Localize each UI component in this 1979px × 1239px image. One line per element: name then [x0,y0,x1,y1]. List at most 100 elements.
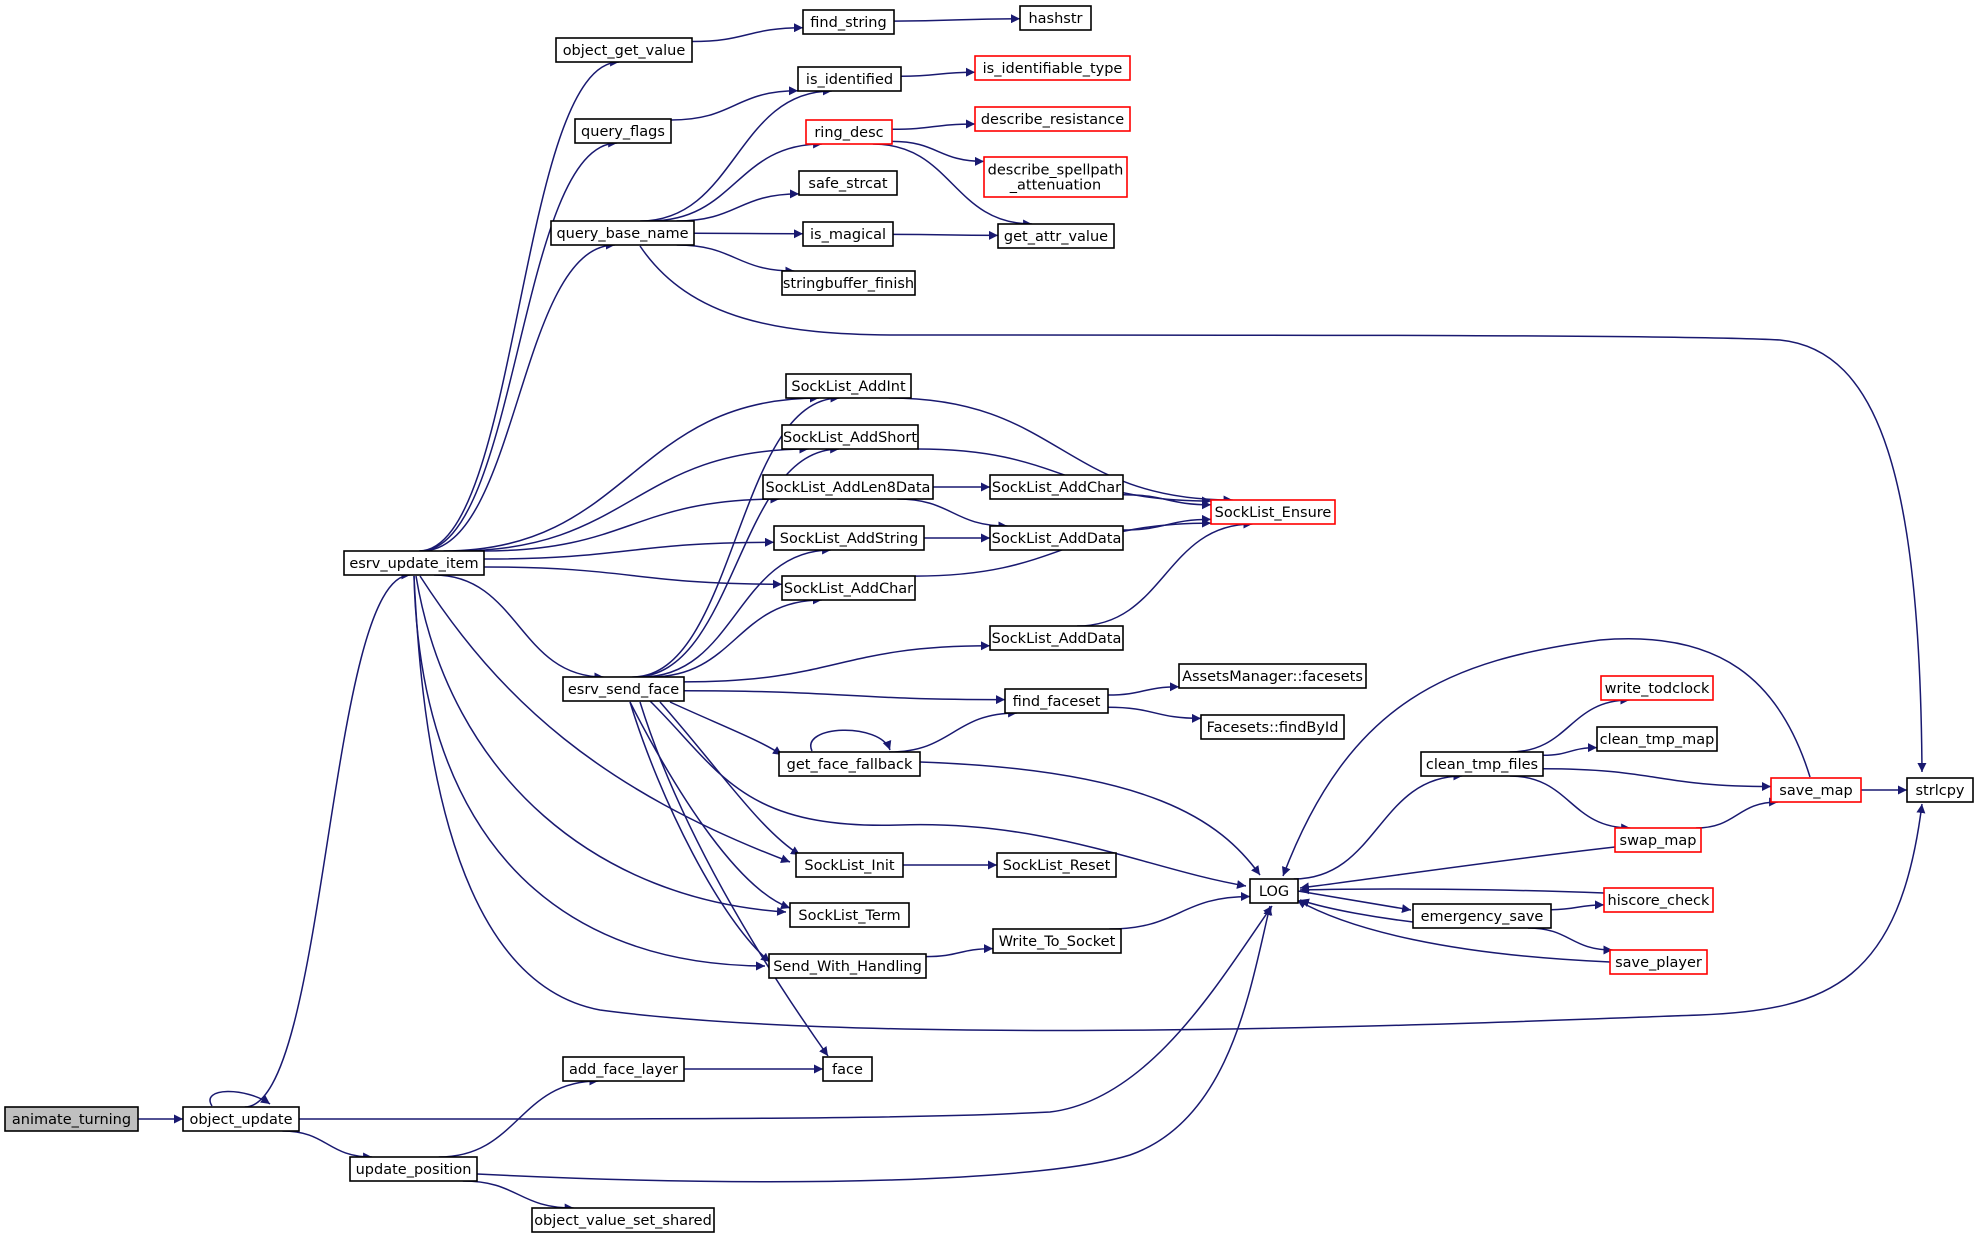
node-object-get-value[interactable]: object_get_value [555,37,693,63]
node-object-update[interactable]: object_update [182,1106,300,1132]
node-socklist-addchar-l[interactable]: SockList_AddChar [781,575,916,601]
node-label: SockList_AddChar [992,480,1121,496]
node-object-value-set-shared[interactable]: object_value_set_shared [531,1207,715,1233]
node-box [555,37,693,63]
edge-object_update-to-update_position [282,1130,373,1162]
edge-line [641,545,832,678]
node-esrv-update-item[interactable]: esrv_update_item [343,550,485,576]
node-socklist-adddata-1[interactable]: SockList_AddData [989,525,1124,551]
node-socklist-adddata-2[interactable]: SockList_AddData [989,625,1124,651]
edge-line [629,701,791,910]
node-label: Send_With_Handling [773,959,922,975]
node-socklist-ensure[interactable]: SockList_Ensure [1210,499,1336,525]
edge-esrv_send_face-to-SockList_Term [629,701,791,910]
node-socklist-term[interactable]: SockList_Term [789,902,910,928]
node-facesets-findbyid[interactable]: Facesets::findById [1200,714,1345,740]
node-clean-tmp-map[interactable]: clean_tmp_map [1596,726,1718,752]
node-esrv-send-face[interactable]: esrv_send_face [562,676,685,702]
node-socklist-init[interactable]: SockList_Init [795,852,904,878]
node-is-identified[interactable]: is_identified [797,66,902,92]
node-update-position[interactable]: update_position [349,1156,478,1182]
edge-query_base_name-to-is_identified [640,86,832,222]
node-socklist-addint[interactable]: SockList_AddInt [785,373,912,399]
node-find-faceset[interactable]: find_faceset [1004,688,1109,714]
edge-esrv_update_item-to-SockList_Term [415,575,787,916]
node-box [781,424,919,450]
node-describe-spellpath-attenuation[interactable]: describe_spellpath_attenuation [983,156,1128,198]
node-label: Facesets::findById [1207,720,1339,736]
node-box [762,474,934,500]
edge-esrv_send_face-to-SockList_AddChar_l [650,595,822,678]
node-label: SockList_AddChar [784,581,913,597]
edge-line [438,1076,599,1158]
node-socklist-reset[interactable]: SockList_Reset [996,852,1117,878]
node-box [1614,827,1702,853]
edge-esrv_update_item-to-strlcpy [413,575,1926,1032]
node-box [349,1156,478,1182]
node-strlcpy[interactable]: strlcpy [1906,777,1974,803]
node-box [822,1056,873,1082]
node-add-face-layer[interactable]: add_face_layer [562,1056,685,1082]
edge-line [415,575,787,916]
node-send-with-handling[interactable]: Send_With_Handling [768,953,927,979]
edge-line [669,701,783,756]
node-label: _attenuation [1009,178,1101,194]
node-get-attr-value[interactable]: get_attr_value [997,223,1115,249]
edge-line [1297,890,1412,914]
edge-esrv_send_face-to-find_faceset [683,689,1006,705]
node-is-identifiable-type[interactable]: is_identifiable_type [974,55,1131,81]
node-socklist-addchar-r[interactable]: SockList_AddChar [989,474,1124,500]
node-animate-turning[interactable]: animate_turning [4,1106,139,1132]
edge-esrv_send_face-to-face [639,701,829,1057]
edge-line [1299,885,1605,895]
edge-esrv_update_item-to-Send_With_Handling [413,575,766,971]
edge-esrv_update_item-to-SockList_Init [419,575,791,864]
edge-update_position-to-add_face_layer [438,1076,599,1158]
node-save-map[interactable]: save_map [1770,777,1862,803]
node-label: SockList_Reset [1003,858,1111,874]
node-label: add_face_layer [569,1062,678,1078]
node-label: strlcpy [1916,783,1965,799]
node-box [550,220,695,246]
node-box [1249,878,1299,904]
edge-esrv_send_face-to-SockList_AddInt [632,393,840,678]
node-describe-resistance[interactable]: describe_resistance [974,106,1131,132]
edge-line [639,245,1927,773]
node-query-flags[interactable]: query_flags [574,118,672,144]
node-socklist-addshort[interactable]: SockList_AddShort [781,424,919,450]
node-label: object_get_value [563,43,686,59]
edge-line [1122,493,1212,510]
node-label: SockList_AddData [992,631,1122,647]
node-label: find_string [810,15,886,31]
edge-object_update-to-object_update [209,1090,271,1107]
edge-line [900,67,976,77]
edge-query_base_name-to-ring_desc [649,139,823,222]
node-emergency-save[interactable]: emergency_save [1412,903,1552,929]
node-is-magical[interactable]: is_magical [802,221,894,247]
node-log[interactable]: LOG [1249,878,1299,904]
node-save-player[interactable]: save_player [1609,949,1708,975]
node-ring-desc[interactable]: ring_desc [805,119,893,145]
node-socklist-addlen8data[interactable]: SockList_AddLen8Data [762,474,934,500]
node-clean-tmp-files[interactable]: clean_tmp_files [1420,751,1544,777]
node-safe-strcat[interactable]: safe_strcat [798,170,898,196]
edge-object_update-to-LOG [298,905,1273,1120]
node-hiscore-check[interactable]: hiscore_check [1603,887,1714,913]
node-label: query_flags [581,124,665,140]
node-label: SockList_AddInt [791,379,906,395]
edge-query_base_name-to-safe_strcat [676,189,800,222]
node-write-to-socket[interactable]: Write_To_Socket [992,928,1122,954]
node-find-string[interactable]: find_string [802,9,895,35]
node-face[interactable]: face [822,1056,873,1082]
node-hashstr[interactable]: hashstr [1019,5,1092,31]
node-get-face-fallback[interactable]: get_face_fallback [778,751,921,777]
node-write-todclock[interactable]: write_todclock [1600,675,1714,701]
node-socklist-addstring[interactable]: SockList_AddString [773,525,925,551]
node-stringbuffer-finish[interactable]: stringbuffer_finish [781,270,916,296]
node-assetsmanager-facesets[interactable]: AssetsManager::facesets [1178,663,1367,689]
edge-emergency_save-to-LOG [1299,898,1414,923]
edge-esrv_update_item-to-SockList_AddInt [443,393,820,552]
node-query-base-name[interactable]: query_base_name [550,220,695,246]
node-box [795,852,904,878]
node-swap-map[interactable]: swap_map [1614,827,1702,853]
